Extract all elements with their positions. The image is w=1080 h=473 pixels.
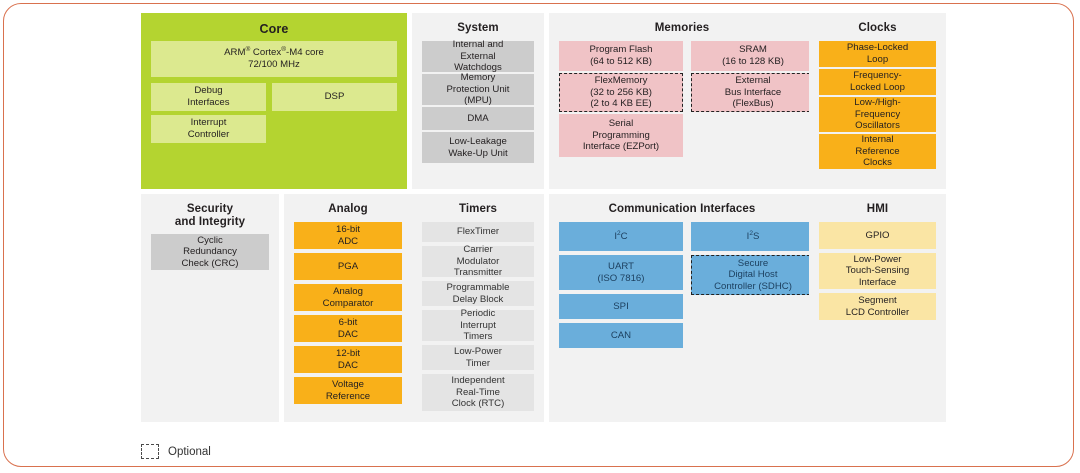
- block-sram-16-to-128-kb[interactable]: SRAM(16 to 128 KB): [691, 41, 815, 71]
- block-i-c[interactable]: I2C: [559, 222, 683, 251]
- block-dsp[interactable]: DSP: [272, 83, 397, 111]
- legend-label: Optional: [168, 445, 211, 458]
- block-spi[interactable]: SPI: [559, 294, 683, 319]
- panel-title-analog: Analog: [328, 203, 368, 215]
- block-pga[interactable]: PGA: [294, 253, 402, 280]
- block-i-s[interactable]: I2S: [691, 222, 815, 251]
- block-program-flash-64-to-512-kb[interactable]: Program Flash(64 to 512 KB): [559, 41, 683, 71]
- panel-title-communication: Communication Interfaces: [608, 203, 756, 215]
- panel-title-timers: Timers: [458, 203, 498, 215]
- panel-title-memories: Memories: [654, 22, 710, 34]
- panel-title-hmi: HMI: [866, 203, 889, 215]
- block-uart-iso-7816[interactable]: UART(ISO 7816): [559, 255, 683, 290]
- block-flextimer[interactable]: FlexTimer: [422, 222, 534, 242]
- dashed-rectangle-icon: [141, 444, 159, 459]
- block-flexmemory-32-to-256-kb-2-to-4-kb-ee[interactable]: FlexMemory(32 to 256 KB)(2 to 4 KB EE): [559, 73, 683, 112]
- block-frequency-locked-loop[interactable]: Frequency-Locked Loop: [819, 69, 936, 95]
- block-can[interactable]: CAN: [559, 323, 683, 348]
- block-dma[interactable]: DMA: [422, 107, 534, 130]
- panel-title-system: System: [457, 22, 499, 34]
- panel-title-core: Core: [259, 22, 289, 36]
- panel-title-clocks: Clocks: [858, 22, 897, 34]
- block-gpio[interactable]: GPIO: [819, 222, 936, 249]
- legend: Optional: [141, 444, 211, 459]
